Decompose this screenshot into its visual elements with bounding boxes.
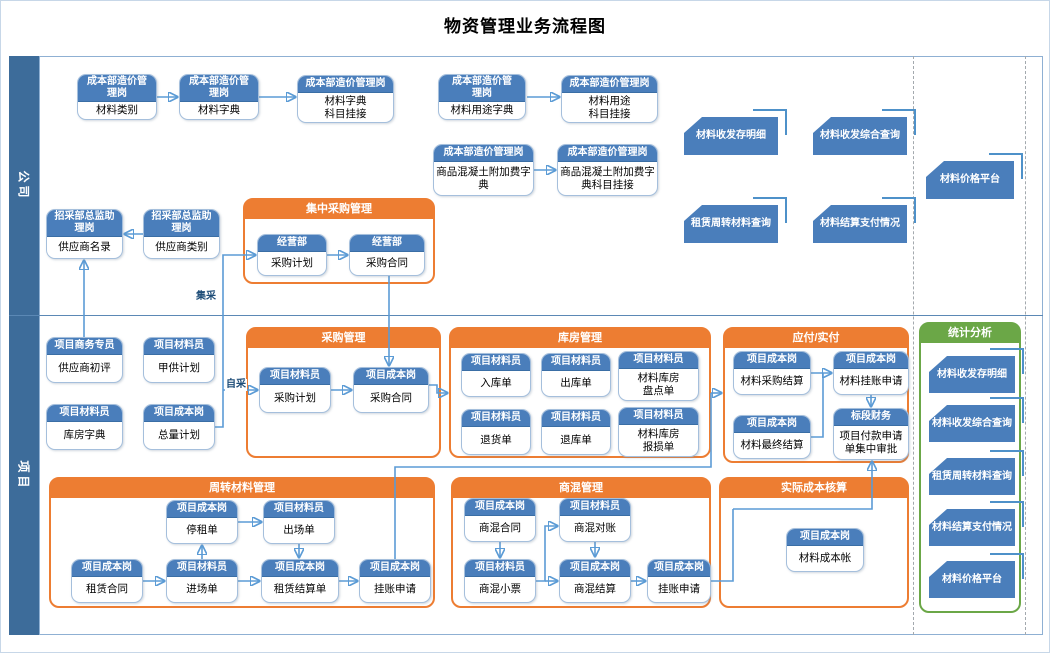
connector-line [536, 526, 557, 582]
connector-line [711, 509, 734, 582]
connector-line [733, 462, 872, 510]
lane-divider [9, 315, 1043, 316]
phase-divider-dashed-2 [1025, 56, 1026, 635]
connector-line [394, 393, 712, 559]
connector-line [429, 384, 447, 393]
diagram-frame [39, 56, 1043, 635]
connector-line [215, 255, 255, 428]
diagram-title: 物资管理业务流程图 [444, 17, 606, 36]
connector-line [811, 373, 824, 438]
lane-label-company: 公司 [9, 56, 39, 316]
phase-divider-dashed-1 [913, 56, 914, 635]
lane-label-project: 项目 [9, 316, 39, 635]
